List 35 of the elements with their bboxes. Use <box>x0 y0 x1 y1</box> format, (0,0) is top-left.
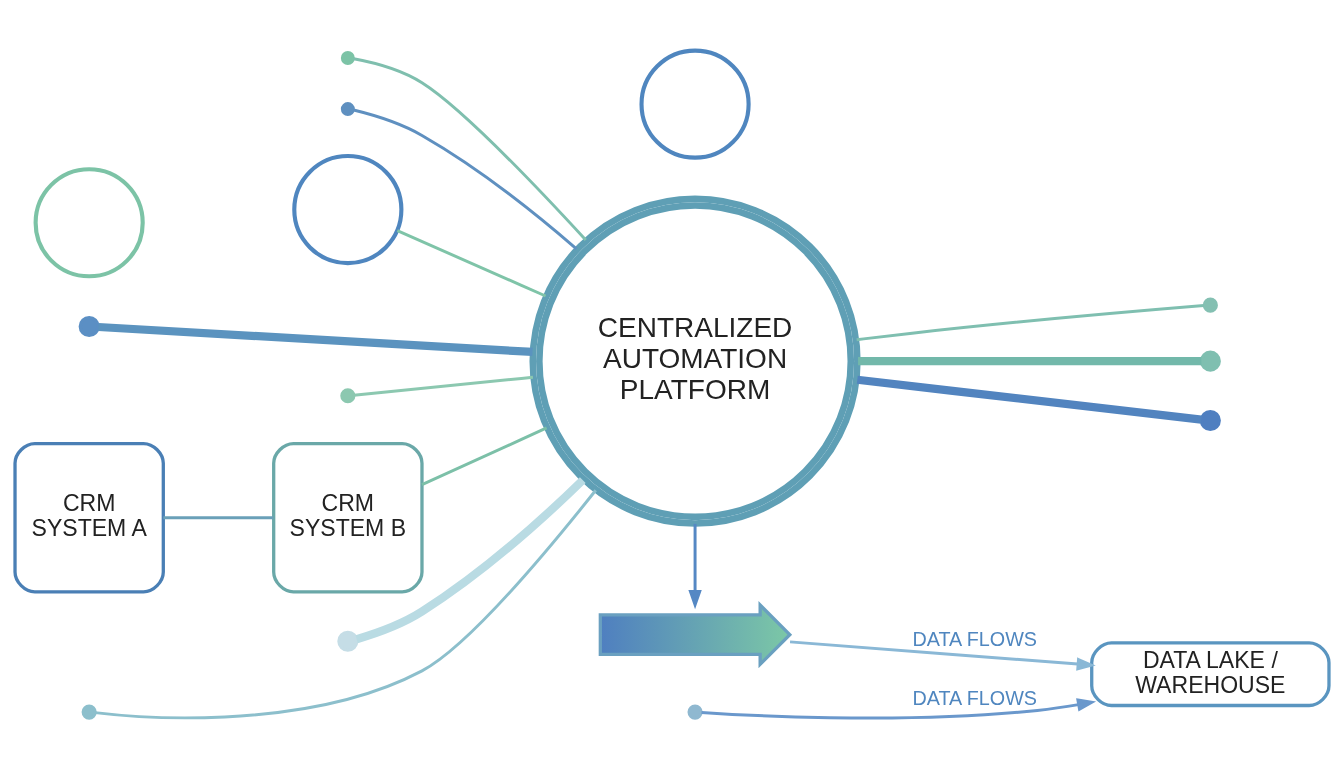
connector <box>396 228 547 297</box>
connector <box>94 488 597 719</box>
connector <box>856 375 1202 424</box>
node-box: DATA LAKE / WAREHOUSE <box>1090 640 1331 707</box>
connector <box>858 356 1202 365</box>
node-dot <box>1199 350 1221 372</box>
node-dot <box>1199 409 1221 431</box>
node-arrow <box>598 600 793 668</box>
node-dot <box>340 387 356 403</box>
edge-label: DATA FLOWS <box>912 627 1037 650</box>
connector <box>421 426 548 486</box>
node-dot <box>81 704 97 720</box>
connector <box>353 56 587 241</box>
connector <box>98 322 533 356</box>
edge-label: DATA FLOWS <box>912 686 1037 709</box>
node-dot <box>340 101 355 116</box>
node-dot <box>340 50 355 65</box>
connector <box>353 375 534 397</box>
node-circle: CENTRALIZED AUTOMATION PLATFORM <box>529 195 861 527</box>
node-dot <box>1202 297 1218 313</box>
connector <box>353 108 578 250</box>
arrow <box>701 697 1097 720</box>
arrow <box>789 639 1096 671</box>
connector <box>163 515 274 519</box>
node-box: CRM SYSTEM A <box>13 441 165 593</box>
node-circle <box>639 48 751 160</box>
connector <box>856 303 1204 341</box>
node-box: CRM SYSTEM B <box>272 441 424 593</box>
arrow <box>688 523 702 609</box>
node-dot <box>337 630 359 652</box>
node-dot <box>78 315 100 337</box>
node-dot <box>687 704 703 720</box>
connector <box>355 476 586 643</box>
node-circle <box>33 166 145 278</box>
node-circle <box>292 153 404 265</box>
